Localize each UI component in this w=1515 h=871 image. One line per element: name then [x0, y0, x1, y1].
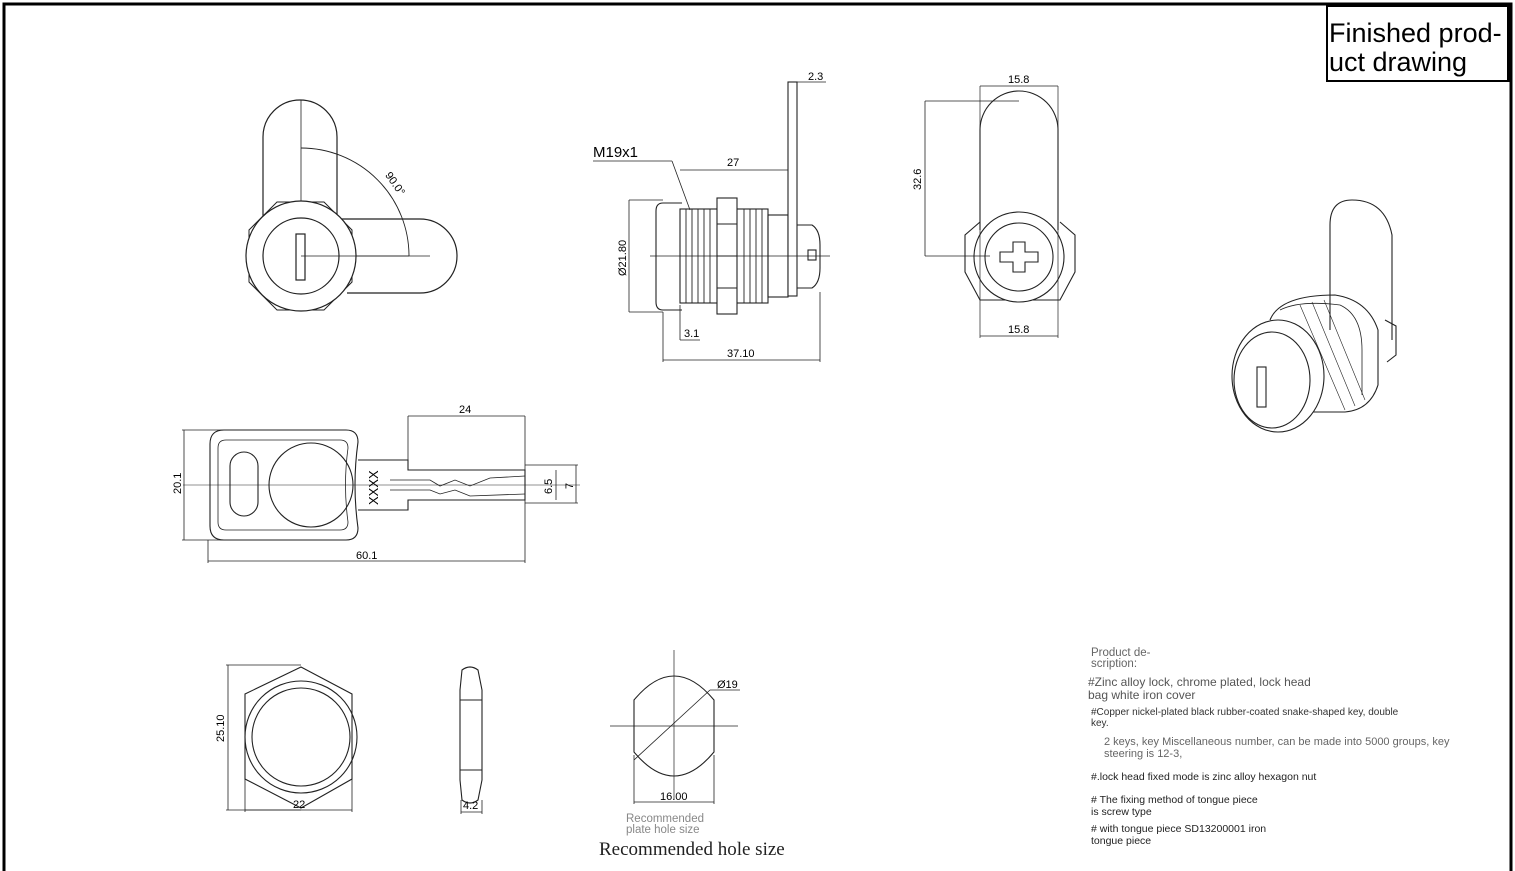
- side-view-dimensions: [593, 81, 826, 362]
- drawing-title-line2: uct drawing: [1329, 47, 1468, 77]
- dim-7: 7: [564, 483, 576, 489]
- desc-item3-line1: 2 keys, key Miscellaneous number, can be…: [1104, 736, 1450, 748]
- desc-item1-line2: bag white iron cover: [1088, 688, 1196, 702]
- angle-label: 90.0°: [382, 170, 407, 198]
- drawing-title-line1: Finished prod-: [1329, 18, 1502, 48]
- description-item-tongue-piece: # with tongue piece SD13200001 iron tong…: [1091, 823, 1266, 847]
- dim-diameter-21-80: Ø21.80: [617, 240, 629, 276]
- dim-60-1: 60.1: [356, 550, 377, 562]
- hex-nut-front-view: [226, 664, 358, 812]
- description-item-key-material: #Copper nickel-plated black rubber-coate…: [1091, 707, 1398, 729]
- desc-item5-line1: # The fixing method of tongue piece: [1091, 794, 1258, 806]
- description-item-fixed-mode: #.lock head fixed mode is zinc alloy hex…: [1091, 771, 1316, 783]
- description-item-lock-material: #Zinc alloy lock, chrome plated, lock he…: [1088, 676, 1311, 702]
- dim-diameter-19: Ø19: [717, 679, 738, 691]
- rec-small-line1: Recommended: [626, 813, 704, 825]
- top-view: [924, 85, 1076, 338]
- desc-item6-line2: tongue piece: [1091, 835, 1152, 847]
- dim-22: 22: [293, 799, 305, 811]
- dim-37-10: 37.10: [727, 348, 755, 360]
- dim-3-1: 3.1: [684, 328, 699, 340]
- recommended-hole-view: [610, 650, 740, 804]
- desc-item3-line2: steering is 12-3,: [1104, 748, 1183, 760]
- key-view: [182, 415, 580, 563]
- front-view-tongue-rotation: [245, 99, 458, 312]
- desc-item1-line1: #Zinc alloy lock, chrome plated, lock he…: [1088, 675, 1311, 689]
- desc-heading-line1: Product de-: [1091, 647, 1151, 659]
- thread-label: M19x1: [593, 144, 638, 161]
- desc-item2-line1: #Copper nickel-plated black rubber-coate…: [1091, 707, 1399, 718]
- dim-2-3: 2.3: [808, 71, 823, 83]
- dim-4-2: 4.2: [463, 800, 478, 812]
- desc-item2-line2: key.: [1091, 718, 1109, 729]
- description-item-tongue-fixing: # The fixing method of tongue piece is s…: [1091, 794, 1258, 818]
- desc-item6-line1: # with tongue piece SD13200001 iron: [1091, 823, 1267, 835]
- dim-16-00: 16.00: [660, 791, 688, 803]
- dim-32-6: 32.6: [912, 169, 924, 190]
- dim-15-8-top: 15.8: [1008, 74, 1029, 86]
- description-item-key-groups: 2 keys, key Miscellaneous number, can be…: [1104, 736, 1449, 760]
- recommended-hole-size-label: Recommended hole size: [599, 839, 785, 860]
- dim-6-5: 6.5: [543, 479, 555, 494]
- dim-24: 24: [459, 404, 471, 416]
- drawing-title: Finished prod- uct drawing: [1326, 5, 1510, 82]
- recommended-plate-hole-label: Recommended plate hole size: [626, 813, 704, 836]
- key-marking: XXXX: [366, 470, 381, 505]
- side-view-thread: [650, 81, 830, 315]
- desc-item4: #.lock head fixed mode is zinc alloy hex…: [1091, 771, 1317, 783]
- description-heading: Product de- scription:: [1091, 647, 1151, 670]
- desc-heading-line2: scription:: [1091, 658, 1138, 670]
- desc-item5-line2: is screw type: [1091, 806, 1152, 818]
- dim-20-1: 20.1: [172, 473, 184, 494]
- perspective-view: [1231, 199, 1397, 433]
- hex-nut-side-view: [459, 666, 483, 814]
- dim-15-8-bottom: 15.8: [1008, 324, 1029, 336]
- rec-small-line2: plate hole size: [626, 824, 700, 836]
- dim-27: 27: [727, 157, 739, 169]
- dim-25-10: 25.10: [215, 714, 227, 742]
